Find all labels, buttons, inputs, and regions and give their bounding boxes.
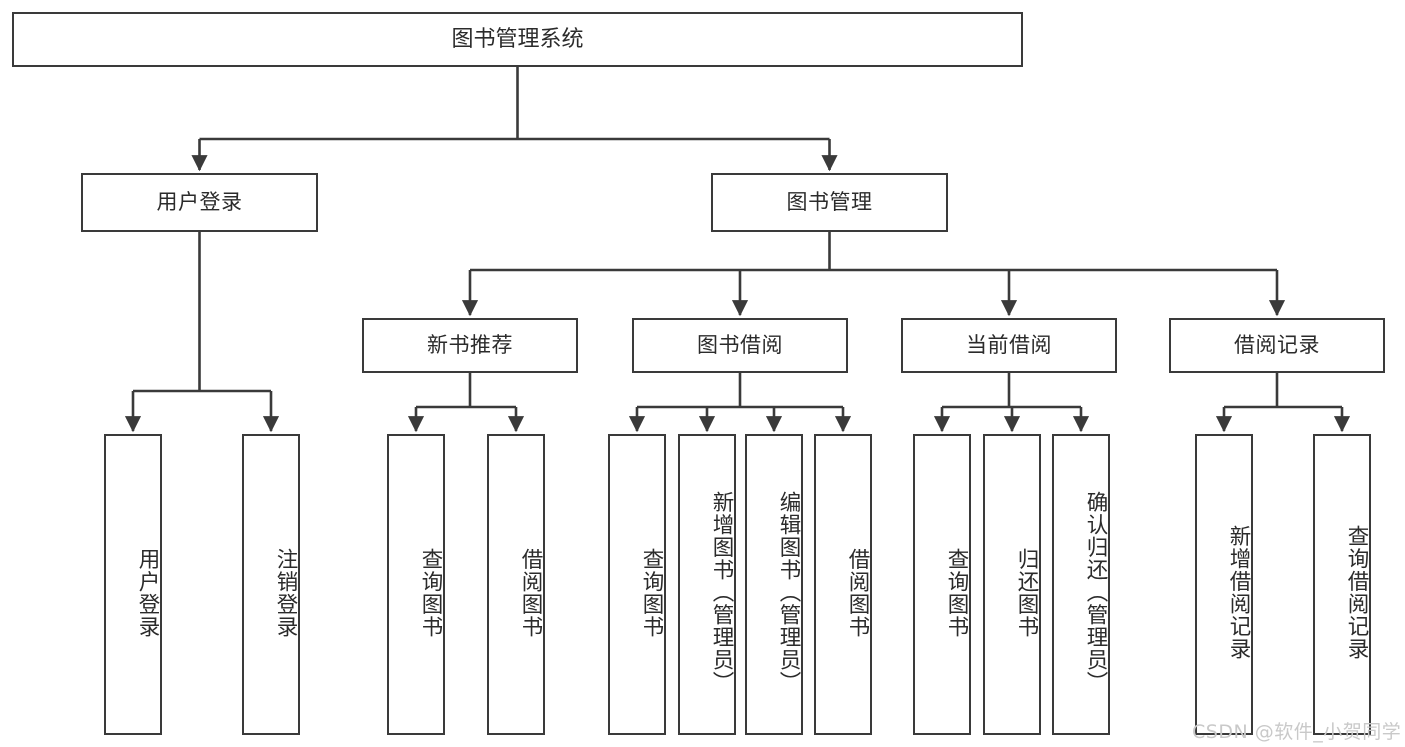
- leaf-borrow-book[interactable]: 借阅图书: [814, 434, 872, 735]
- leaf-query-borrow-record[interactable]: 查询借阅记录: [1313, 434, 1371, 735]
- node-book-borrow[interactable]: 图书借阅: [632, 318, 848, 373]
- edges-root-to-level2: [191, 67, 838, 172]
- leaf-add-book-admin[interactable]: 新增图书（管理员）: [678, 434, 736, 735]
- node-new-book-recommend[interactable]: 新书推荐: [362, 318, 578, 373]
- csdn-watermark: CSDN @软件_小贺同学: [1192, 721, 1402, 743]
- leaf-query-book-current[interactable]: 查询图书: [913, 434, 971, 735]
- edges-userlogin-to-leaves: [124, 232, 280, 433]
- leaf-edit-book-admin[interactable]: 编辑图书（管理员）: [745, 434, 803, 735]
- edges-bookmgmt-to-level3: [461, 232, 1286, 317]
- leaf-user-login[interactable]: 用户登录: [104, 434, 162, 735]
- edges-borrow-to-leaves: [628, 373, 852, 433]
- edges-current-to-leaves: [933, 373, 1090, 433]
- leaf-add-borrow-record[interactable]: 新增借阅记录: [1195, 434, 1253, 735]
- node-borrow-records[interactable]: 借阅记录: [1169, 318, 1385, 373]
- leaf-query-book-newbook[interactable]: 查询图书: [387, 434, 445, 735]
- node-book-management[interactable]: 图书管理: [711, 173, 948, 232]
- leaf-borrow-book-newbook[interactable]: 借阅图书: [487, 434, 545, 735]
- leaf-return-book[interactable]: 归还图书: [983, 434, 1041, 735]
- edges-newbook-to-leaves: [407, 373, 525, 433]
- leaf-confirm-return-admin[interactable]: 确认归还（管理员）: [1052, 434, 1110, 735]
- node-user-login[interactable]: 用户登录: [81, 173, 318, 232]
- leaf-query-book-borrow[interactable]: 查询图书: [608, 434, 666, 735]
- leaf-logout-login[interactable]: 注销登录: [242, 434, 300, 735]
- node-root[interactable]: 图书管理系统: [12, 12, 1023, 67]
- node-current-borrow[interactable]: 当前借阅: [901, 318, 1117, 373]
- edges-records-to-leaves: [1215, 373, 1351, 433]
